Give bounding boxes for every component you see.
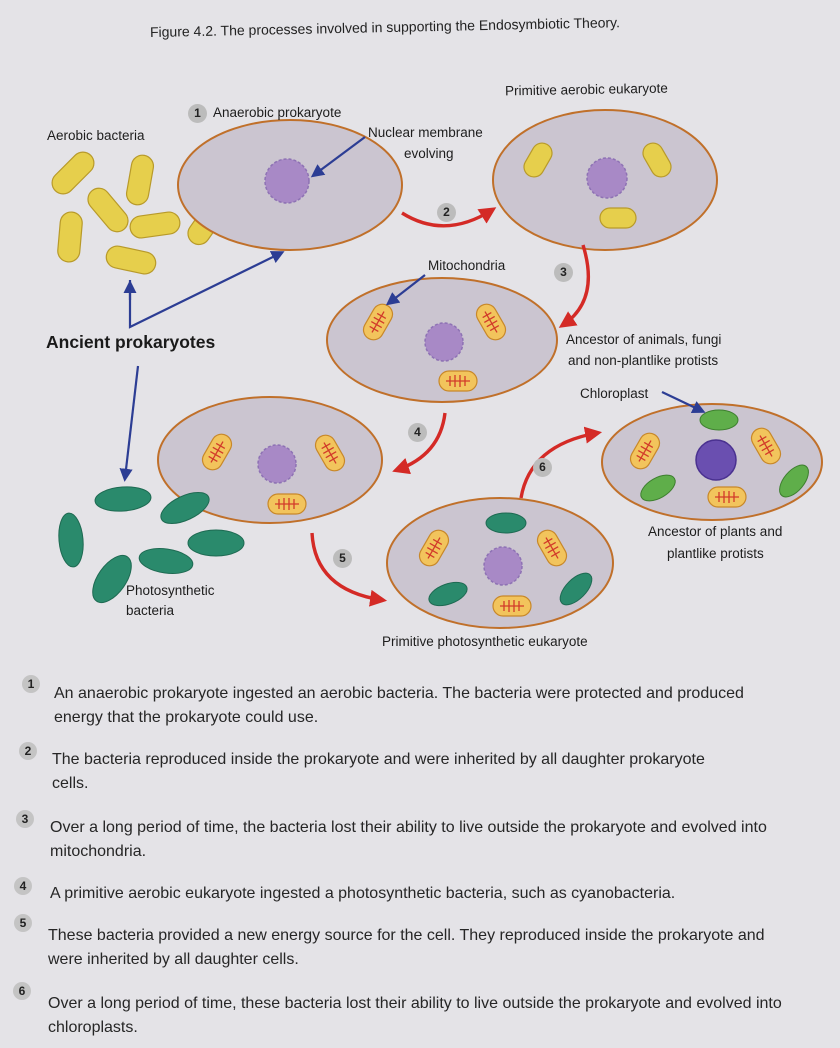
step-number-2: 2: [19, 742, 37, 760]
chloroplast: [779, 464, 809, 498]
nucleus: [257, 444, 297, 484]
diagram-number-5: 5: [333, 549, 352, 568]
label-nuclear-membrane-1: Nuclear membrane: [368, 125, 483, 140]
label-ancestor-plants-2: plantlike protists: [667, 546, 764, 561]
aerobic-bacterium: [129, 211, 181, 239]
mitochondrion: [750, 427, 782, 465]
process-arrow-5: [310, 532, 388, 607]
mitochondrion: [267, 493, 307, 515]
label-nuclear-membrane-2: evolving: [404, 146, 454, 161]
aerobic-bacterium: [87, 187, 129, 233]
engulfed-bacterium: [523, 142, 553, 178]
pointer-arrow: [310, 136, 366, 178]
mitochondrion: [629, 432, 661, 470]
pointer-arrow: [385, 274, 426, 306]
label-ancestor-animals-2: and non-plantlike protists: [568, 353, 719, 368]
diagram-number-6: 6: [533, 458, 552, 477]
pointer-arrow: [661, 391, 706, 413]
aerobic-bacterium: [57, 211, 83, 263]
step-text-4: A primitive aerobic eukaryote ingested a…: [50, 885, 676, 902]
photosynthetic-bacteria-group: [58, 486, 245, 604]
photosynthetic-bacterium: [58, 512, 84, 568]
label-photosynthetic-1: Photosynthetic: [126, 583, 215, 598]
step-number-4: 4: [14, 877, 32, 895]
label-mitochondria: Mitochondria: [428, 258, 506, 273]
cyanobacterium: [428, 581, 468, 607]
photosynthetic-bacterium: [92, 554, 132, 604]
step-number-5: 5: [14, 914, 32, 932]
diagram-number-3: 3: [554, 263, 573, 282]
step-text-2: The bacteria reproduced inside the proka…: [52, 751, 705, 792]
engulfed-bacterium: [599, 207, 637, 229]
cyanobacterium: [485, 512, 527, 534]
label-primitive-photosynthetic-eukaryote: Primitive photosynthetic eukaryote: [382, 634, 588, 649]
photosynthetic-bacterium: [94, 486, 152, 512]
label-ancestor-animals-1: Ancestor of animals, fungi: [566, 332, 722, 347]
nucleus: [483, 546, 523, 586]
label-photosynthetic-2: bacteria: [126, 603, 175, 618]
mitochondrion: [418, 529, 450, 567]
aerobic-eukaryote-cell: [157, 396, 383, 524]
step-text-1: An anaerobic prokaryote ingested an aero…: [54, 685, 744, 726]
mitochondrion: [201, 433, 233, 471]
label-ancient-prokaryotes: Ancient prokaryotes: [46, 332, 216, 352]
process-arrow-6: [519, 426, 603, 499]
step-text-5: These bacteria provided a new energy sou…: [48, 927, 765, 968]
photosynthetic-bacterium: [160, 492, 210, 524]
label-aerobic-bacteria: Aerobic bacteria: [47, 128, 145, 143]
label-primitive-aerobic-eukaryote: Primitive aerobic eukaryote: [504, 80, 668, 99]
step-number-6: 6: [13, 982, 31, 1000]
chloroplast: [640, 474, 676, 502]
label-ancestor-plants-1: Ancestor of plants and: [648, 524, 783, 539]
aerobic-bacterium: [105, 245, 157, 275]
photosynthetic-bacterium: [138, 548, 194, 574]
chloroplast: [699, 409, 739, 431]
aerobic-bacterium: [125, 154, 155, 206]
mitochondrion: [707, 486, 747, 508]
diagram-number-4: 4: [408, 423, 427, 442]
step-text-6: Over a long period of time, these bacter…: [48, 995, 782, 1036]
nucleus: [586, 157, 628, 199]
process-arrow-3: [558, 244, 591, 328]
step-number-1: 1: [22, 675, 40, 693]
diagram-number-2: 2: [437, 203, 456, 222]
ancient-prokaryotes-arrow-down: [119, 365, 140, 482]
engulfed-bacterium: [642, 142, 672, 178]
mitochondrion: [475, 303, 507, 341]
nucleus: [264, 158, 310, 204]
step-text-3: Over a long period of time, the bacteria…: [50, 819, 767, 860]
label-anaerobic-prokaryote: Anaerobic prokaryote: [213, 105, 342, 120]
mitochondrion: [362, 303, 394, 341]
process-arrow-2: [401, 207, 497, 228]
process-arrow-4: [392, 412, 447, 475]
label-chloroplast: Chloroplast: [580, 386, 649, 401]
primitive-photosynthetic-eukaryote-cell: [386, 497, 614, 629]
photosynthetic-bacterium: [187, 529, 245, 557]
nucleus: [695, 439, 737, 481]
aerobic-bacteria-group: [51, 151, 227, 275]
cyanobacterium: [559, 572, 593, 606]
diagram-number-1: 1: [188, 104, 207, 123]
endosymbiosis-diagram: [51, 109, 823, 629]
nucleus: [424, 322, 464, 362]
step-number-3: 3: [16, 810, 34, 828]
mitochondrion: [536, 529, 568, 567]
mitochondrion: [438, 370, 478, 392]
mitochondrion: [314, 434, 346, 472]
mitochondrion: [492, 595, 532, 617]
aerobic-bacterium: [51, 151, 95, 195]
primitive-aerobic-eukaryote-cell: [492, 109, 718, 251]
